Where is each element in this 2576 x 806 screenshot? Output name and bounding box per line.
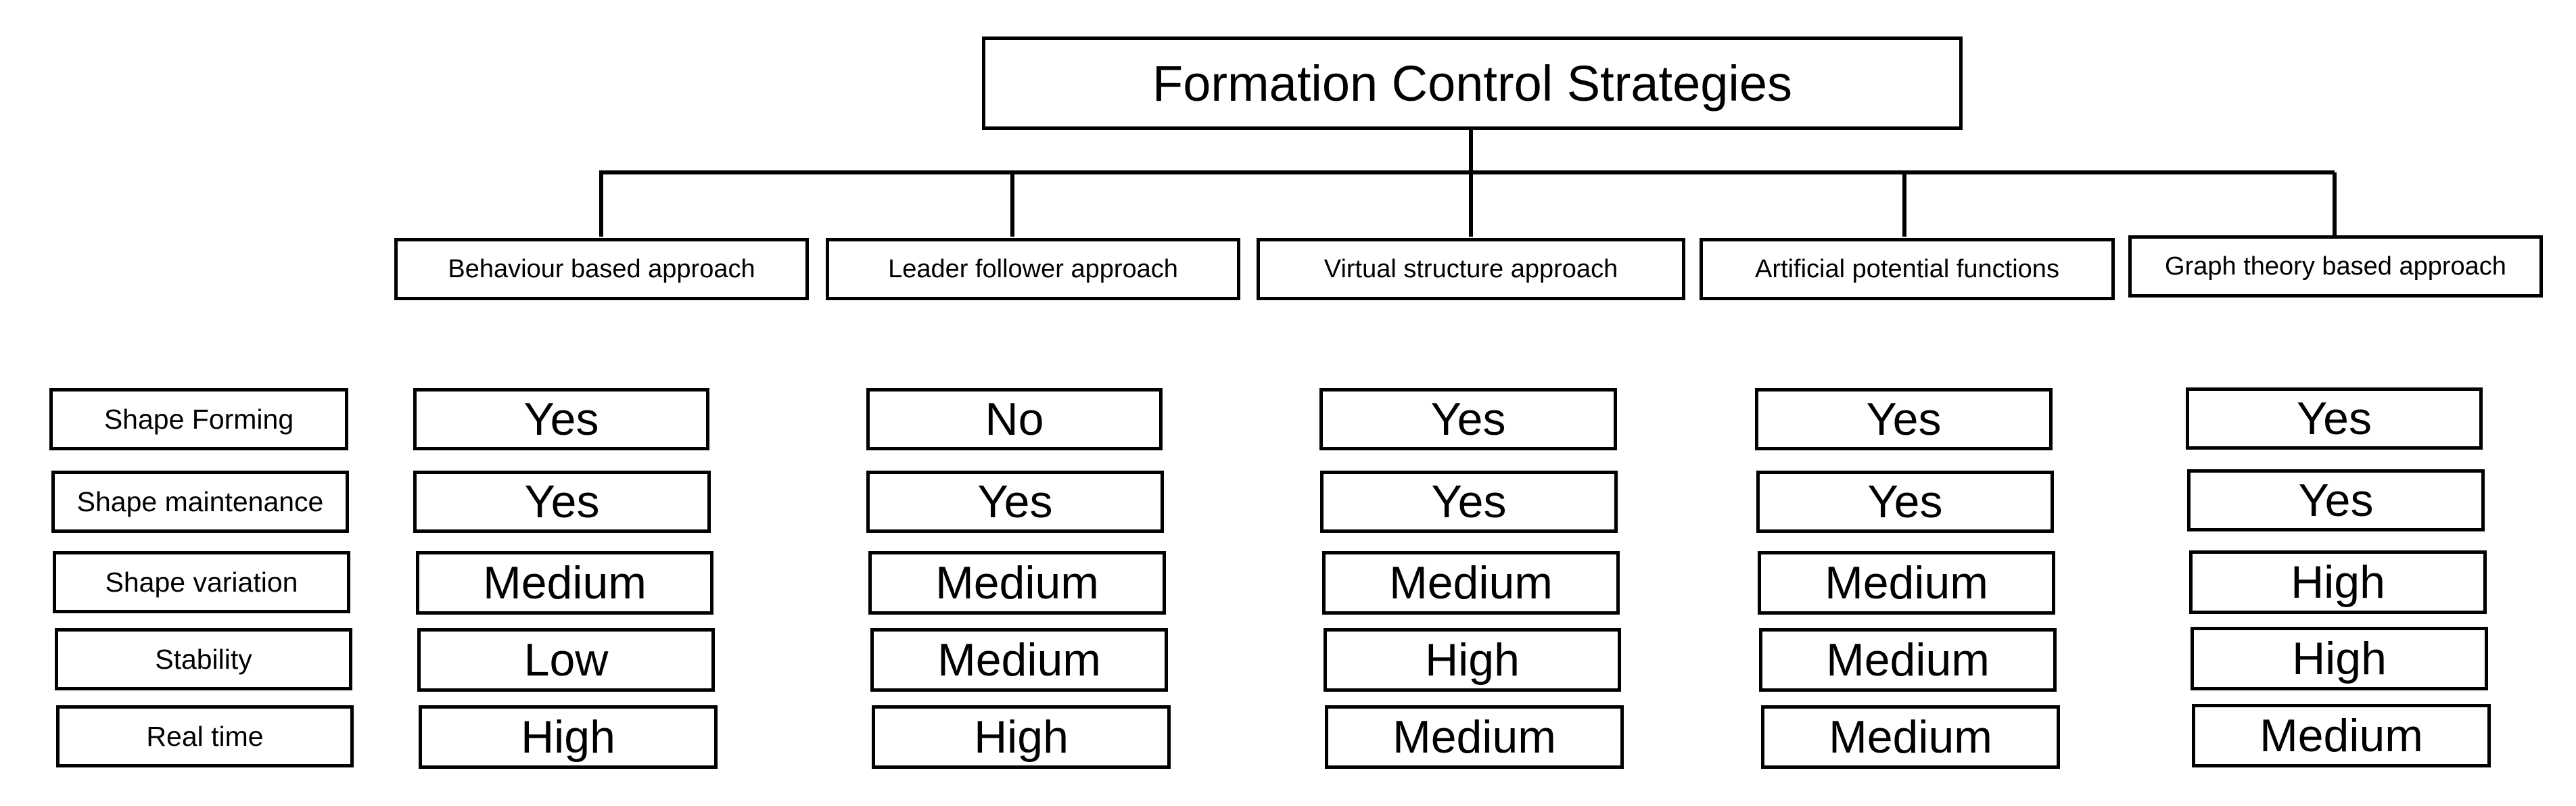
value-cell: High [2191,627,2488,690]
value-cell: Medium [1759,628,2057,692]
value-cell: Medium [416,551,713,615]
value-cell: Medium [870,628,1168,692]
criterion-stability: Stability [55,628,352,690]
value-cell: Yes [1755,388,2053,450]
criterion-real-time: Real time [56,705,354,767]
value-cell: Yes [866,471,1164,533]
value-cell: No [866,388,1163,450]
approach-leader-follower: Leader follower approach [826,238,1240,300]
value-cell: Medium [1325,705,1624,769]
approach-graph-theory: Graph theory based approach [2128,235,2543,298]
value-cell: Yes [1319,388,1617,450]
value-cell: Yes [413,471,711,533]
value-cell: High [1324,628,1621,692]
criterion-shape-maintenance: Shape maintenance [51,471,349,533]
value-cell: Medium [1758,551,2055,615]
value-cell: Medium [2192,704,2491,767]
value-cell: Yes [1320,471,1618,533]
value-cell: Medium [1761,705,2060,769]
approach-virtual-structure: Virtual structure approach [1257,238,1685,300]
approach-behaviour: Behaviour based approach [394,238,809,300]
value-cell: Yes [2186,387,2483,450]
criterion-shape-forming: Shape Forming [49,388,348,450]
value-cell: Medium [868,551,1166,615]
value-cell: High [419,705,718,769]
diagram-title: Formation Control Strategies [982,37,1963,130]
value-cell: Yes [2187,469,2485,531]
value-cell: High [872,705,1171,769]
approach-artificial-potential: Artificial potential functions [1700,238,2115,300]
value-cell: Medium [1322,551,1620,615]
value-cell: Yes [413,388,709,450]
value-cell: Low [417,628,715,692]
criterion-shape-variation: Shape variation [53,551,350,613]
value-cell: Yes [1756,471,2054,533]
value-cell: High [2189,550,2487,614]
